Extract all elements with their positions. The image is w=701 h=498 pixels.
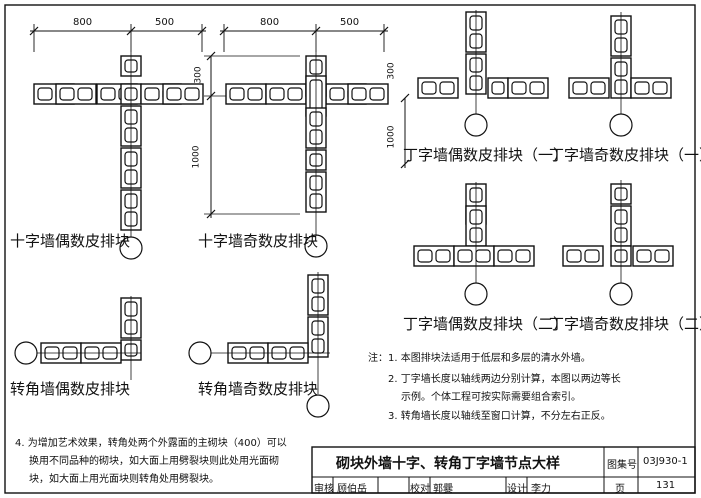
note-1: 注：1. 本图排块法适用于低层和多层的清水外墙。 [368, 353, 591, 364]
title-block [311, 446, 696, 494]
caption-tee-odd-2: 丁字墙奇数皮排块（二） [549, 315, 701, 333]
tee-odd-1-diagram [568, 12, 672, 137]
page-number: 131 [656, 480, 676, 491]
check-label: 校对 [410, 484, 430, 495]
dim-300-tee: 300 [386, 62, 397, 80]
tee-even-1-diagram [400, 10, 549, 169]
dim-800-left: 800 [73, 17, 93, 28]
dim-1000-tee: 1000 [386, 125, 397, 149]
caption-cross-odd: 十字墙奇数皮排块 [198, 232, 319, 250]
caption-cross-even: 十字墙偶数皮排块 [10, 232, 131, 250]
corner-odd-diagram [188, 272, 330, 418]
check-name: 郭爨 [433, 484, 453, 495]
cross-even-diagram [29, 24, 207, 260]
dim-300-cross: 300 [193, 66, 204, 84]
design-name: 李力 [531, 484, 551, 495]
tee-odd-2-diagram [562, 180, 674, 306]
axis-circle [119, 236, 143, 260]
note-2b: 示例。个体工程可按实际需要组合索引。 [401, 392, 581, 403]
design-label: 设计 [507, 484, 527, 495]
caption-tee-odd-1: 丁字墙奇数皮排块（一） [549, 146, 701, 164]
note-4b: 换用不同品种的砌块，如大面上用劈裂块则此处用光面砌 [29, 456, 279, 467]
caption-tee-even-1: 丁字墙偶数皮排块（一） [403, 146, 569, 164]
dim-500-left: 500 [155, 17, 175, 28]
drawing-title: 砌块外墙十字、转角丁字墙节点大样 [336, 456, 560, 472]
caption-tee-even-2: 丁字墙偶数皮排块（二） [403, 315, 569, 333]
dim-500-mid: 500 [340, 17, 360, 28]
review-name: 顾伯岳 [337, 484, 367, 495]
note-3: 3. 转角墙长度以轴线至窗口计算，不分左右正反。 [388, 411, 611, 422]
note-4c: 块，如大面上用光面块则转角处用劈裂块。 [29, 474, 219, 485]
caption-corner-even: 转角墙偶数皮排块 [10, 380, 131, 398]
page-label: 页 [615, 484, 625, 495]
cross-odd-diagram [204, 24, 389, 258]
note-4a: 4. 为增加艺术效果，转角处两个外露面的主砌块（400）可以 [15, 438, 287, 449]
atlas-label: 图集号 [607, 460, 637, 471]
corner-even-diagram [14, 296, 142, 380]
review-label: 审核 [314, 484, 334, 495]
atlas-number: 03J930-1 [643, 456, 688, 467]
tee-even-2-diagram [413, 182, 535, 306]
caption-corner-odd: 转角墙奇数皮排块 [198, 380, 319, 398]
note-2a: 2. 丁字墙长度以轴线两边分别计算，本图以两边等长 [388, 374, 621, 385]
dim-1000-cross: 1000 [191, 145, 202, 169]
dim-800-mid: 800 [260, 17, 280, 28]
